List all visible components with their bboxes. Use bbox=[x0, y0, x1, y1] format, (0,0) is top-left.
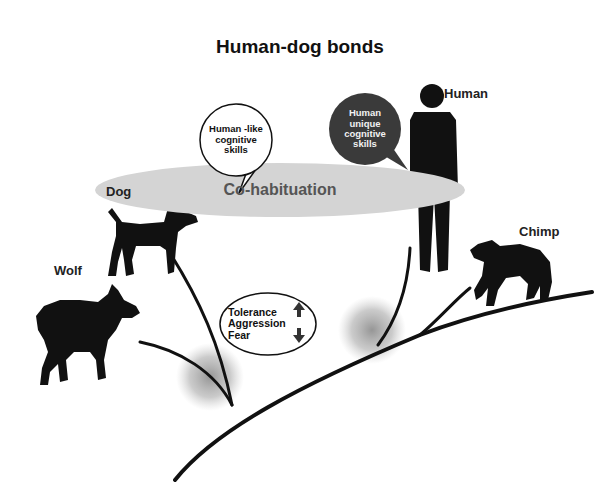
chimp-branch bbox=[420, 288, 470, 335]
species-label: Wolf bbox=[54, 263, 82, 278]
node-text: Co-habituation bbox=[224, 181, 337, 199]
species-label: Dog bbox=[106, 184, 131, 199]
chimp-silhouette bbox=[470, 240, 552, 306]
bubble-body bbox=[329, 93, 401, 165]
node-text: Human -like cognitive skills bbox=[206, 124, 266, 155]
tree-trunk bbox=[175, 292, 592, 480]
node-text: Aggression Fear bbox=[228, 318, 290, 341]
cohabitation-band: Co-habituation bbox=[95, 163, 465, 217]
title: Human-dog bonds bbox=[190, 36, 410, 58]
speech-bubble: Human unique cognitive skills bbox=[328, 92, 402, 166]
decrease-arrow bbox=[293, 328, 305, 343]
bubble-body bbox=[200, 104, 272, 176]
phylogeny-tree bbox=[140, 248, 592, 480]
human-branch bbox=[378, 248, 410, 345]
node-text: Tolerance bbox=[228, 307, 290, 319]
speech-bubble: Human -like cognitive skills bbox=[199, 103, 273, 177]
human-head bbox=[420, 84, 444, 108]
species-label: Human bbox=[444, 86, 488, 101]
increase-arrow bbox=[293, 302, 305, 317]
species-label: Chimp bbox=[519, 224, 559, 239]
trait-oval: ToleranceAggression Fear bbox=[219, 292, 317, 356]
band-fill bbox=[95, 163, 465, 217]
oval-outline bbox=[220, 293, 316, 355]
wolf-silhouette bbox=[36, 284, 140, 385]
node-text: Human unique cognitive skills bbox=[336, 108, 394, 150]
